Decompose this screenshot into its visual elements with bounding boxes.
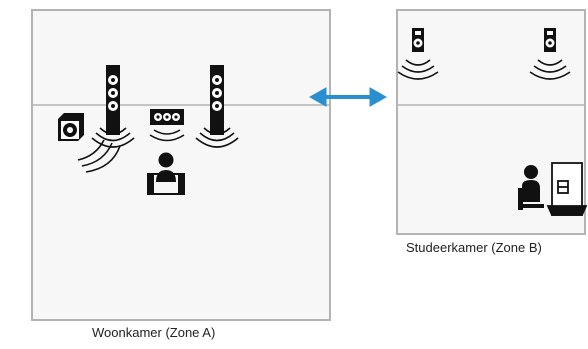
double-arrow-icon: [308, 87, 388, 107]
listener-icon: [518, 165, 544, 210]
tower-speaker-icon: [544, 28, 556, 52]
sound-wave-icon: [529, 59, 571, 80]
sound-wave-icon: [195, 127, 239, 148]
zone-a-room: [31, 9, 331, 321]
desk-icon: [546, 162, 588, 216]
sound-wave-icon: [397, 59, 439, 80]
tower-speaker-icon: [106, 65, 120, 135]
sound-wave-icon: [91, 127, 135, 148]
listener-icon: [147, 152, 185, 195]
zone-a-label: Woonkamer (Zone A): [92, 325, 216, 340]
subwoofer-icon: [58, 113, 84, 141]
tower-speaker-icon: [412, 28, 424, 52]
sound-wave-icon: [149, 129, 185, 142]
tower-speaker-icon: [210, 65, 224, 135]
zone-b-label: Studeerkamer (Zone B): [406, 240, 542, 255]
center-speaker-icon: [150, 109, 184, 125]
sound-wave-icon: [77, 139, 121, 173]
